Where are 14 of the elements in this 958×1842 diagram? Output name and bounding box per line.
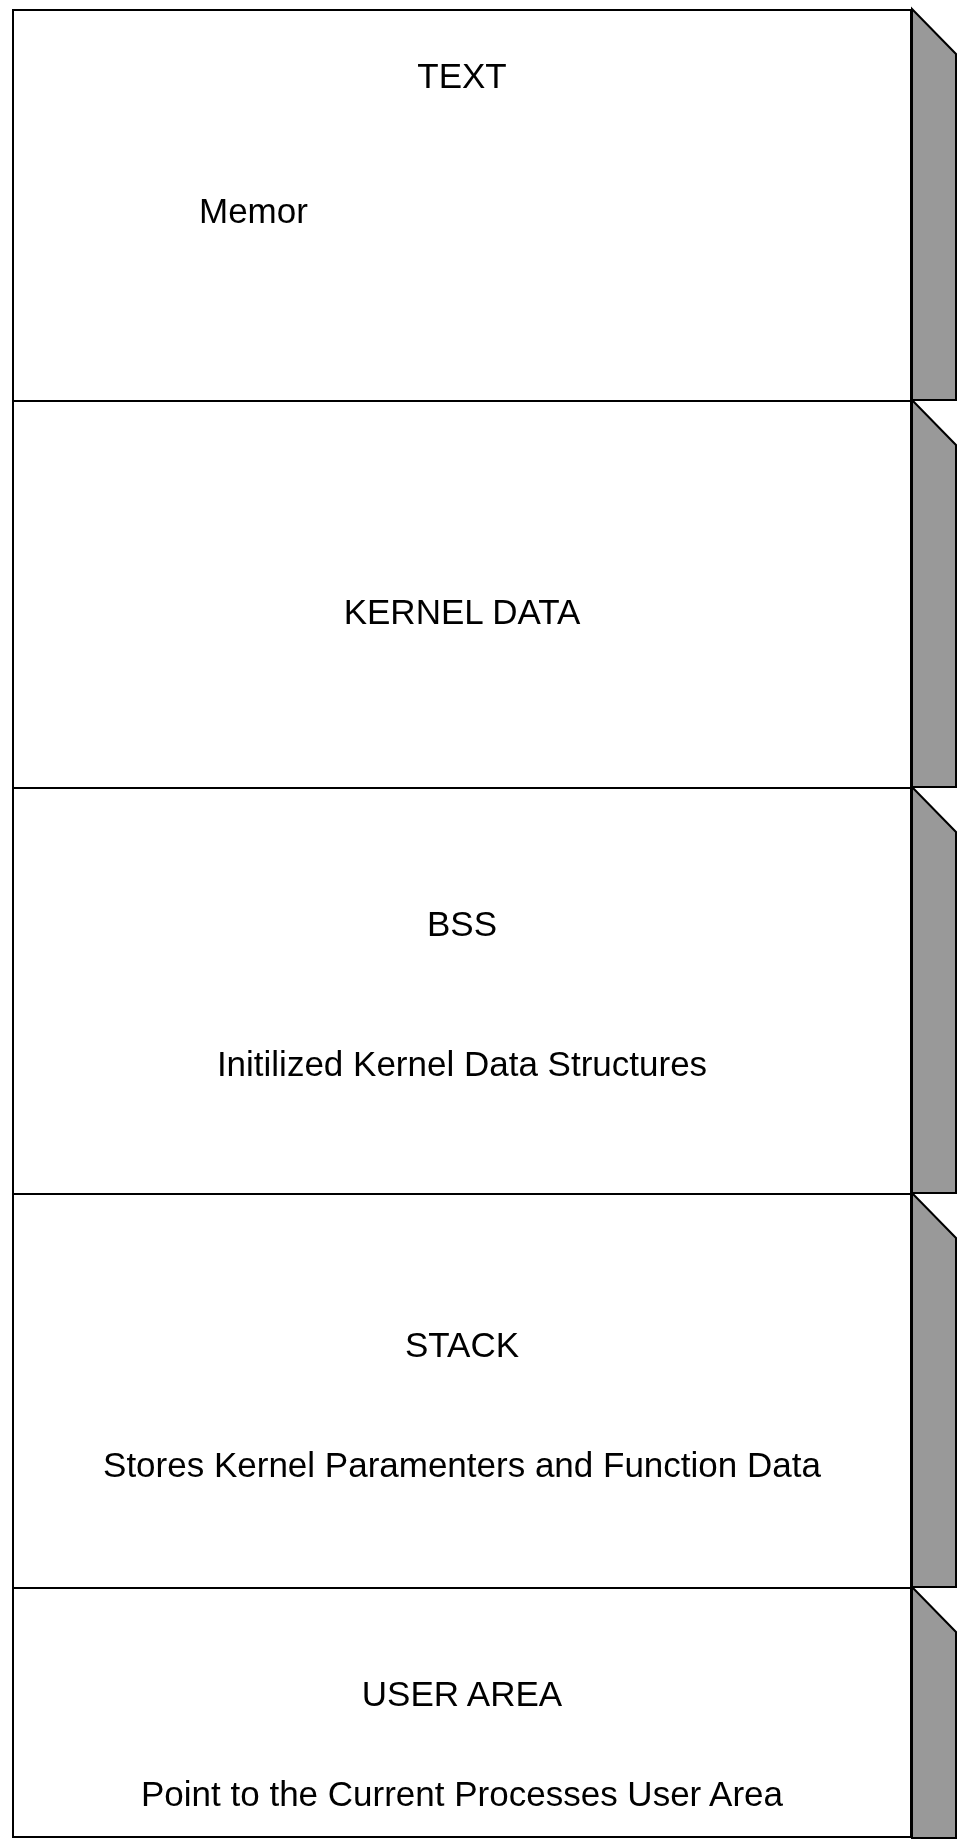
memory-segment bbox=[12, 400, 912, 789]
segment-description: Initilized Kernel Data Structures bbox=[215, 1044, 709, 1084]
segment-title: TEXT bbox=[416, 56, 508, 96]
memory-segment bbox=[12, 9, 912, 402]
segment-title: USER AREA bbox=[360, 1674, 564, 1714]
memory-segment bbox=[12, 1193, 912, 1589]
memory-segment bbox=[12, 787, 912, 1195]
segment-description: Point to the Current Processes User Area bbox=[140, 1774, 784, 1814]
segment-description: Stores Kernel Paramenters and Function Data bbox=[102, 1445, 822, 1485]
memory-segment bbox=[12, 1587, 912, 1838]
segment-description: Memor bbox=[199, 191, 308, 231]
segment-title: BSS bbox=[425, 904, 498, 944]
segment-title: KERNEL DATA bbox=[342, 592, 582, 632]
segment-title: STACK bbox=[403, 1325, 521, 1365]
